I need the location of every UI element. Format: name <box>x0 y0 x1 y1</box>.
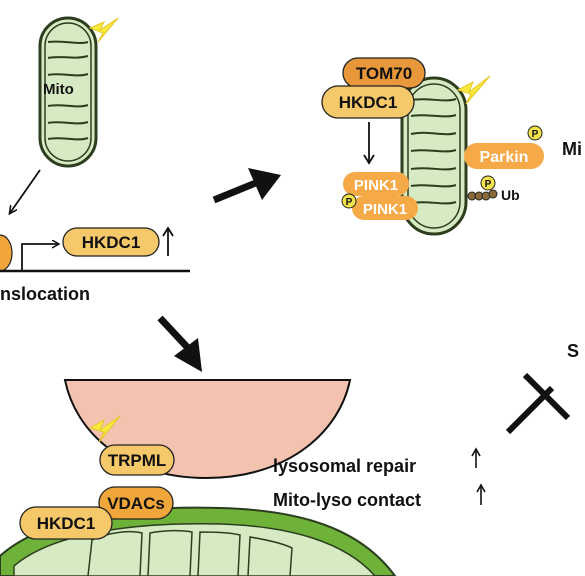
hkdc1-protein-pill: HKDC1 <box>321 85 415 119</box>
svg-text:TRPML: TRPML <box>108 451 167 470</box>
lightning-icon <box>88 415 121 443</box>
svg-text:PINK1: PINK1 <box>354 177 398 194</box>
ub-label: Ub <box>501 187 520 203</box>
lightning-icon <box>88 17 119 43</box>
svg-text:VDACs: VDACs <box>107 494 165 513</box>
parkin-pill: Parkin <box>464 143 544 169</box>
promoter-arrow <box>21 244 58 271</box>
up-arrow-icon <box>162 226 174 256</box>
arrow-hkdc1-to-pink1 <box>363 122 375 165</box>
up-arrow-icon <box>471 447 481 468</box>
big-arrow-right <box>212 168 281 204</box>
hkdc1-gene-pill: HKDC1 <box>62 227 160 257</box>
svg-text:P: P <box>485 179 492 190</box>
pink1-pill-upper: PINK1 <box>343 172 409 196</box>
lysosomal-repair-label: lysosomal repair <box>273 456 416 476</box>
mito-lyso-contact-label: Mito-lyso contact <box>273 490 421 510</box>
mitochondrion-top-left: Mito <box>38 16 98 168</box>
svg-text:Parkin: Parkin <box>480 149 529 166</box>
pink1-pill-lower: PINK1 <box>352 196 418 220</box>
phospho-badge: P <box>527 125 543 141</box>
s-label: S <box>567 341 579 361</box>
svg-text:PINK1: PINK1 <box>363 201 407 218</box>
arrow-mito-to-nucleus <box>10 169 41 213</box>
svg-text:TOM70: TOM70 <box>356 64 412 83</box>
svg-text:P: P <box>346 197 353 208</box>
lightning-icon <box>456 75 491 105</box>
translocation-label: nslocation <box>0 284 90 304</box>
ubiquitin-chain <box>467 189 498 201</box>
tom70-pill: TOM70 <box>342 57 426 89</box>
svg-text:HKDC1: HKDC1 <box>82 233 141 252</box>
vdacs-pill: VDACs <box>98 486 174 520</box>
transcription-factor-blob <box>0 234 13 272</box>
mitochondrion-top-right <box>400 76 468 236</box>
phospho-badge: P <box>341 193 357 209</box>
hkdc1-bottom-pill: HKDC1 <box>19 506 113 540</box>
trpml-pill: TRPML <box>99 444 175 476</box>
svg-text:P: P <box>532 129 539 140</box>
mito-label: Mito <box>43 81 74 98</box>
phospho-badge: P <box>480 175 496 191</box>
up-arrow-icon <box>476 483 486 505</box>
inhibition-bar <box>505 372 571 435</box>
svg-text:HKDC1: HKDC1 <box>339 93 398 112</box>
mi-label: Mi <box>562 139 582 159</box>
svg-text:HKDC1: HKDC1 <box>37 514 96 533</box>
big-arrow-down <box>157 315 202 372</box>
